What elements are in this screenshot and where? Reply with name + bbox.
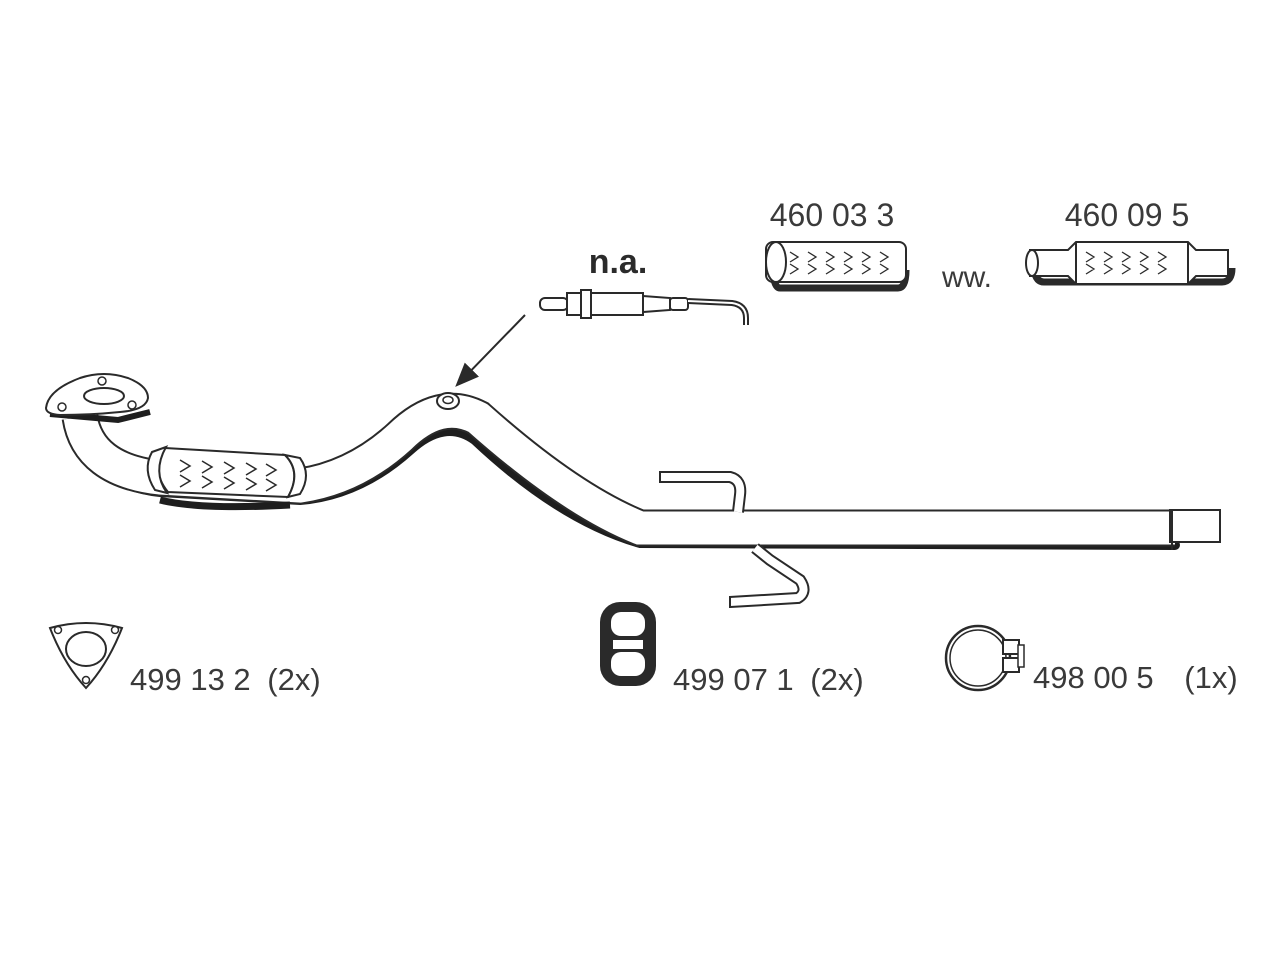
integrated-flex-section [146, 445, 307, 511]
flex-pipe-option-b: 460 09 5 [1025, 197, 1236, 286]
lower-hanger-bracket [729, 543, 810, 608]
sensor-boss [436, 392, 460, 410]
clamp-quantity: (1x) [1184, 660, 1237, 695]
inlet-flange [44, 373, 151, 424]
flex-pipe-b-part-number: 460 09 5 [1065, 197, 1190, 233]
flex-pipe-b-icon [1025, 241, 1236, 286]
lambda-sensor: n.a. [455, 243, 749, 387]
pipe-clamp-icon [944, 624, 1025, 692]
flex-pipe-alternative-separator: ww. [941, 261, 992, 294]
hanger-quantity: (2x) [810, 662, 863, 697]
accessory-rubber-hanger: 499 07 1 (2x) [600, 602, 864, 697]
rubber-hanger-icon [600, 602, 656, 686]
svg-text:499 07 1 (2x): 499 07 1 (2x) [673, 662, 864, 697]
pipe-tail-end [1169, 509, 1221, 543]
upper-hanger-bracket [659, 471, 747, 513]
sensor-label: n.a. [589, 243, 648, 281]
front-exhaust-pipe [61, 392, 1221, 550]
svg-text:499 13 2 (2x): 499 13 2 (2x) [130, 662, 321, 697]
gasket-part-number: 499 13 2 [130, 662, 251, 697]
accessory-pipe-clamp: 498 00 5 (1x) [944, 624, 1238, 695]
flange-gasket-icon [48, 622, 124, 690]
svg-text:498 00 5 (1x): 498 00 5 (1x) [1033, 660, 1238, 695]
flex-pipe-a-icon [765, 241, 910, 292]
sensor-pointer-arrow [455, 314, 526, 387]
flex-pipe-a-part-number: 460 03 3 [770, 197, 895, 233]
accessory-flange-gasket: 499 13 2 (2x) [48, 622, 321, 697]
clamp-part-number: 498 00 5 [1033, 660, 1154, 695]
lambda-sensor-icon [539, 289, 749, 325]
flex-pipe-option-a: 460 03 3 [765, 197, 910, 292]
gasket-quantity: (2x) [267, 662, 320, 697]
hanger-part-number: 499 07 1 [673, 662, 794, 697]
